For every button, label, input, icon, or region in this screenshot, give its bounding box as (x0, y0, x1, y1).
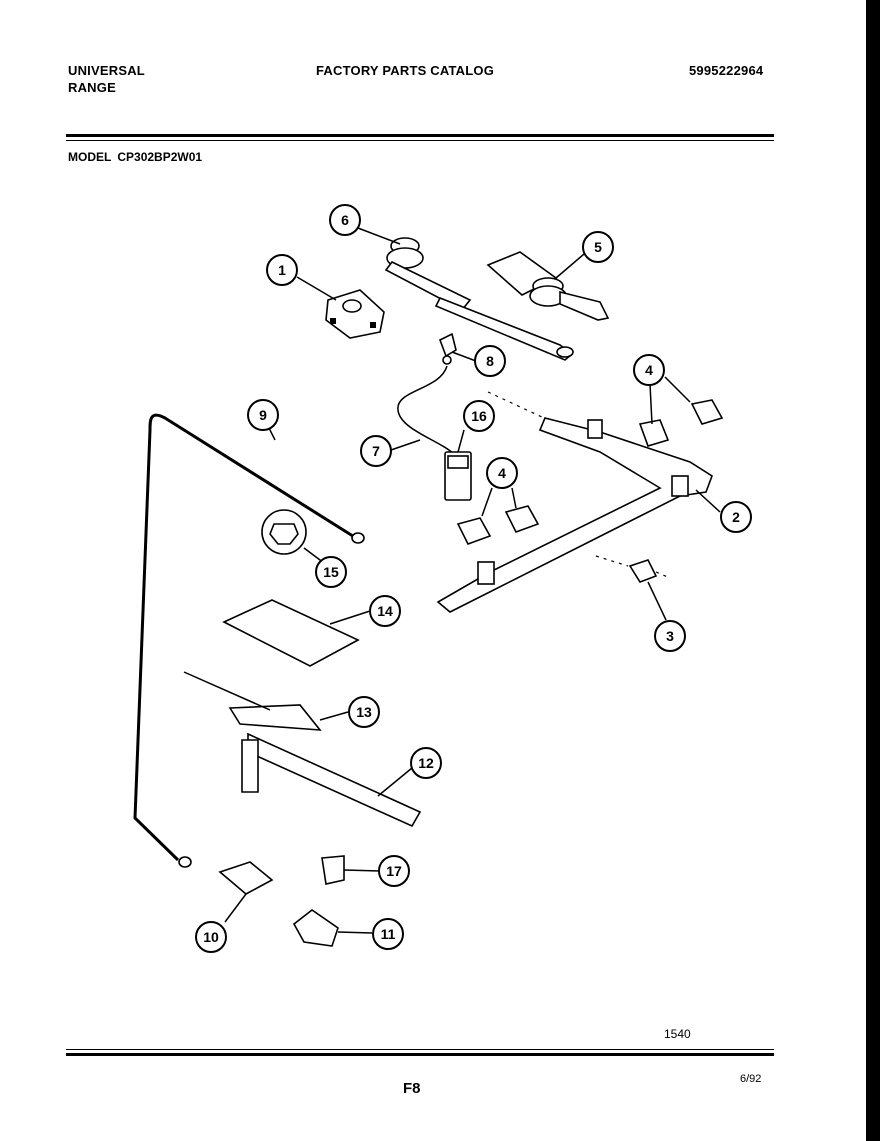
date-code: 6/92 (740, 1073, 762, 1085)
part-7-wire (397, 365, 456, 456)
brand-line2: RANGE (68, 80, 116, 95)
part-10-bracket (218, 861, 274, 895)
svg-text:13: 13 (356, 704, 372, 720)
part-5-burner (486, 251, 610, 321)
footer-rule-thin (66, 1049, 774, 1050)
callout-4-right: 4 (633, 354, 665, 386)
svg-text:2: 2 (732, 509, 740, 525)
header-rule-thin (66, 140, 774, 141)
callout-17: 17 (378, 855, 410, 887)
part-14-plate (222, 599, 360, 667)
leader-3 (595, 555, 671, 579)
callout-15: 15 (315, 556, 347, 588)
part-2-manifold (436, 417, 713, 613)
part-12-broil-burner (241, 732, 422, 828)
leader-2 (487, 391, 545, 419)
part-1-switch (325, 289, 385, 339)
catalog-number: 5995222964 (689, 63, 764, 78)
svg-text:4: 4 (498, 465, 506, 481)
part-8-clip (438, 332, 457, 365)
part-6-burner (384, 237, 574, 361)
svg-text:11: 11 (381, 926, 396, 942)
callout-10: 10 (195, 921, 227, 953)
header-rule-thick (66, 134, 774, 137)
part-11-bracket (292, 909, 339, 947)
footer-rule-thick (66, 1053, 774, 1056)
callout-12: 12 (410, 747, 442, 779)
callout-1: 1 (266, 254, 298, 286)
part-17-clip (321, 855, 345, 885)
part-9-tube (133, 413, 357, 862)
part-4-valve-center (456, 505, 540, 545)
svg-text:12: 12 (418, 755, 434, 771)
part-16-module (444, 451, 472, 501)
callout-6: 6 (329, 204, 361, 236)
page-frame-edge (866, 0, 880, 1141)
svg-text:1: 1 (278, 262, 286, 278)
callout-3: 3 (654, 620, 686, 652)
page-number: F8 (403, 1080, 421, 1097)
svg-text:6: 6 (341, 212, 349, 228)
svg-text:16: 16 (471, 408, 487, 424)
svg-text:4: 4 (645, 362, 653, 378)
callout-16: 16 (463, 400, 495, 432)
catalog-title: FACTORY PARTS CATALOG (316, 63, 495, 78)
callout-4-center: 4 (486, 457, 518, 489)
callout-7: 7 (360, 435, 392, 467)
model-label: MODEL (68, 150, 112, 164)
callout-14: 14 (369, 595, 401, 627)
svg-text:3: 3 (666, 628, 674, 644)
svg-text:17: 17 (386, 863, 402, 879)
callout-11: 11 (372, 918, 404, 950)
svg-text:9: 9 (259, 407, 267, 423)
leader-lines (224, 227, 721, 934)
callout-5: 5 (582, 231, 614, 263)
part-3-bracket (628, 559, 658, 583)
svg-text:5: 5 (594, 239, 602, 255)
part-4-valve-right (638, 399, 724, 447)
callout-9: 9 (247, 399, 279, 431)
part-13-oven-burner (183, 671, 322, 731)
callout-13: 13 (348, 696, 380, 728)
callout-2: 2 (720, 501, 752, 533)
svg-text:8: 8 (486, 353, 494, 369)
svg-text:10: 10 (203, 929, 219, 945)
callout-8: 8 (474, 345, 506, 377)
brand-line1: UNIVERSAL (68, 63, 145, 78)
svg-text:7: 7 (372, 443, 380, 459)
model-value: CP302BP2W01 (117, 150, 203, 164)
svg-text:14: 14 (377, 603, 393, 619)
part-15-orifice (261, 509, 307, 555)
diagram-code: 1540 (664, 1027, 691, 1041)
model-line: MODEL CP302BP2W01 (68, 150, 208, 164)
svg-text:15: 15 (323, 564, 339, 580)
